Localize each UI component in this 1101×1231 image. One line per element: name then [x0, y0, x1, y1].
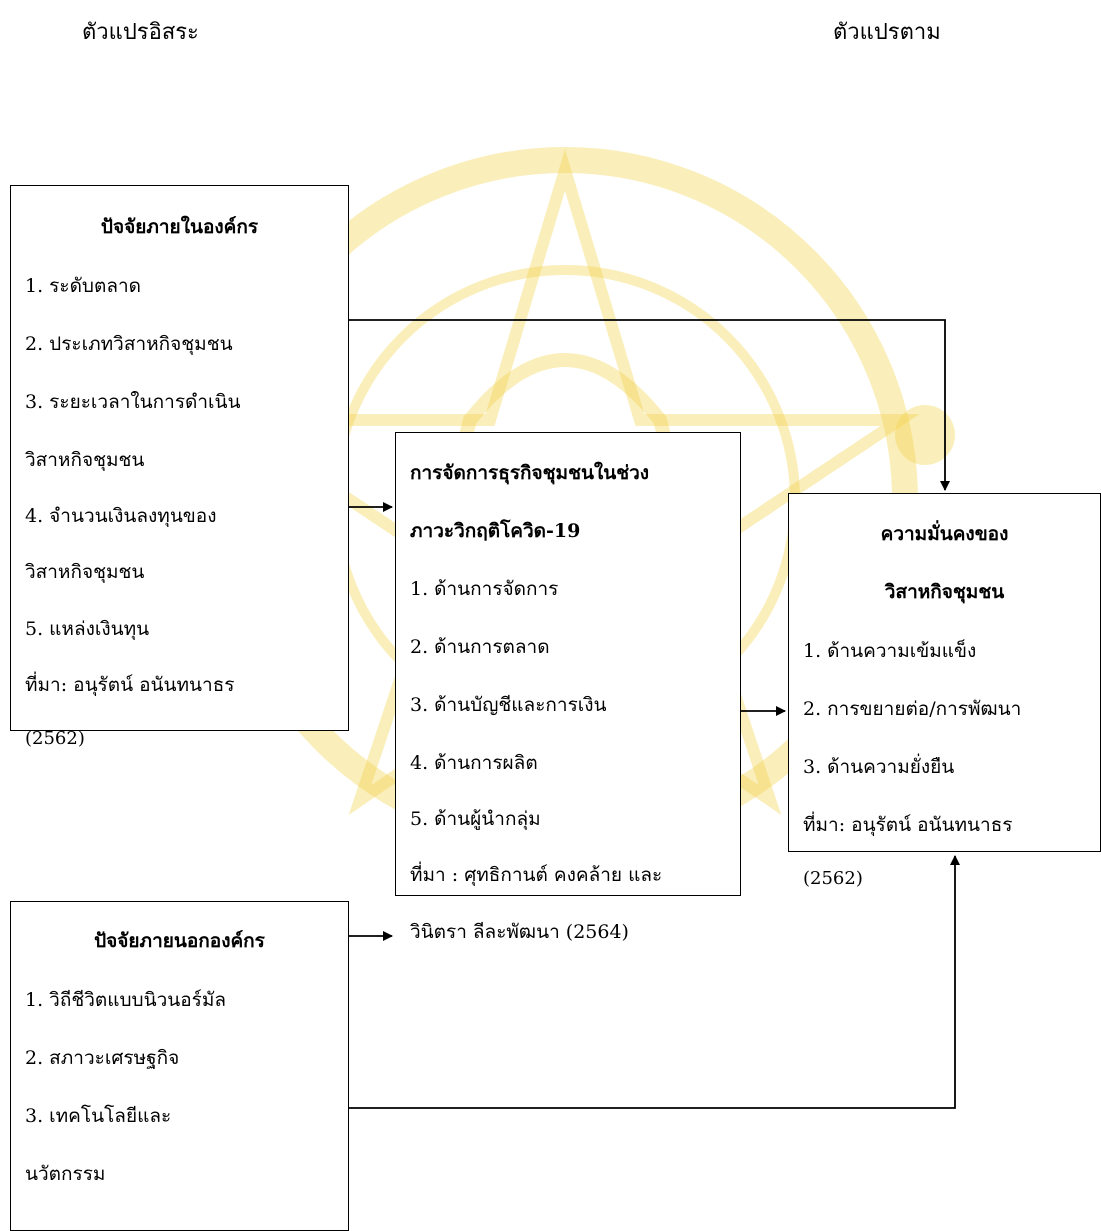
management-source: ที่มา : ศุทธิกานต์ คงคล้าย และ	[410, 864, 663, 886]
external-factors-title: ปัจจัยภายนอกองค์กร	[94, 930, 265, 952]
stability-item: 3. ด้านความยั่งยืน	[803, 756, 955, 778]
internal-factor-item: 5. แหล่งเงินทุน	[25, 618, 150, 640]
external-factor-item: 1. วิถีชีวิตแบบนิวนอร์มัล	[25, 989, 227, 1011]
internal-factor-item: วิสาหกิจชุมชน	[25, 561, 145, 583]
management-item: 2. ด้านการตลาด	[410, 636, 550, 658]
internal-source: ที่มา: อนุรัตน์ อนันทนาธร	[25, 674, 235, 696]
stability-title-line-1: ความมั่นคงของ	[880, 523, 1009, 545]
management-item: 5. ด้านผู้นำกลุ่ม	[410, 808, 541, 830]
dependent-variable-label: ตัวแปรตาม	[833, 20, 941, 45]
community-enterprise-stability-box: ความมั่นคงของ วิสาหกิจชุมชน 1. ด้านความเ…	[788, 493, 1101, 889]
stability-title-line-2: วิสาหกิจชุมชน	[884, 581, 1005, 603]
external-factor-item: 2. สภาวะเศรษฐกิจ	[25, 1047, 180, 1069]
management-source-cont: วินิตรา ลีละพัฒนา (2564)	[410, 921, 629, 943]
stability-item: 1. ด้านความเข้มแข็ง	[803, 640, 977, 662]
business-management-box: การจัดการธุรกิจชุมชนในช่วง ภาวะวิกฤติโคว…	[395, 432, 741, 943]
internal-factors-title: ปัจจัยภายในองค์กร	[100, 216, 259, 238]
stability-source: ที่มา: อนุรัตน์ อนันทนาธร	[803, 814, 1013, 836]
stability-item: 2. การขยายต่อ/การพัฒนา	[803, 698, 1022, 720]
internal-factors-box: ปัจจัยภายในองค์กร 1. ระดับตลาด 2. ประเภท…	[10, 185, 349, 749]
internal-factor-item: 3. ระยะเวลาในการดำเนิน	[25, 391, 241, 413]
management-item: 3. ด้านบัญชีและการเงิน	[410, 694, 607, 716]
external-factor-item: 3. เทคโนโลยีและ	[25, 1105, 172, 1127]
management-item: 1. ด้านการจัดการ	[410, 578, 559, 600]
management-item: 4. ด้านการผลิต	[410, 752, 538, 774]
internal-factor-item: 2. ประเภทวิสาหกิจชุมชน	[25, 333, 233, 355]
management-title-line-2: ภาวะวิกฤติโควิด-19	[410, 520, 581, 542]
external-factors-box: ปัจจัยภายนอกองค์กร 1. วิถีชีวิตแบบนิวนอร…	[10, 901, 349, 1231]
external-factor-item: นวัตกรรม	[25, 1163, 106, 1185]
internal-factor-item: วิสาหกิจชุมชน	[25, 449, 145, 471]
internal-factor-item: 1. ระดับตลาด	[25, 275, 141, 297]
management-title-line-1: การจัดการธุรกิจชุมชนในช่วง	[410, 462, 650, 484]
internal-factor-item: 4. จำนวนเงินลงทุนของ	[25, 505, 217, 527]
stability-source-year: (2562)	[803, 868, 863, 889]
internal-source-year: (2562)	[25, 728, 85, 749]
independent-variable-label: ตัวแปรอิสระ	[82, 20, 199, 45]
